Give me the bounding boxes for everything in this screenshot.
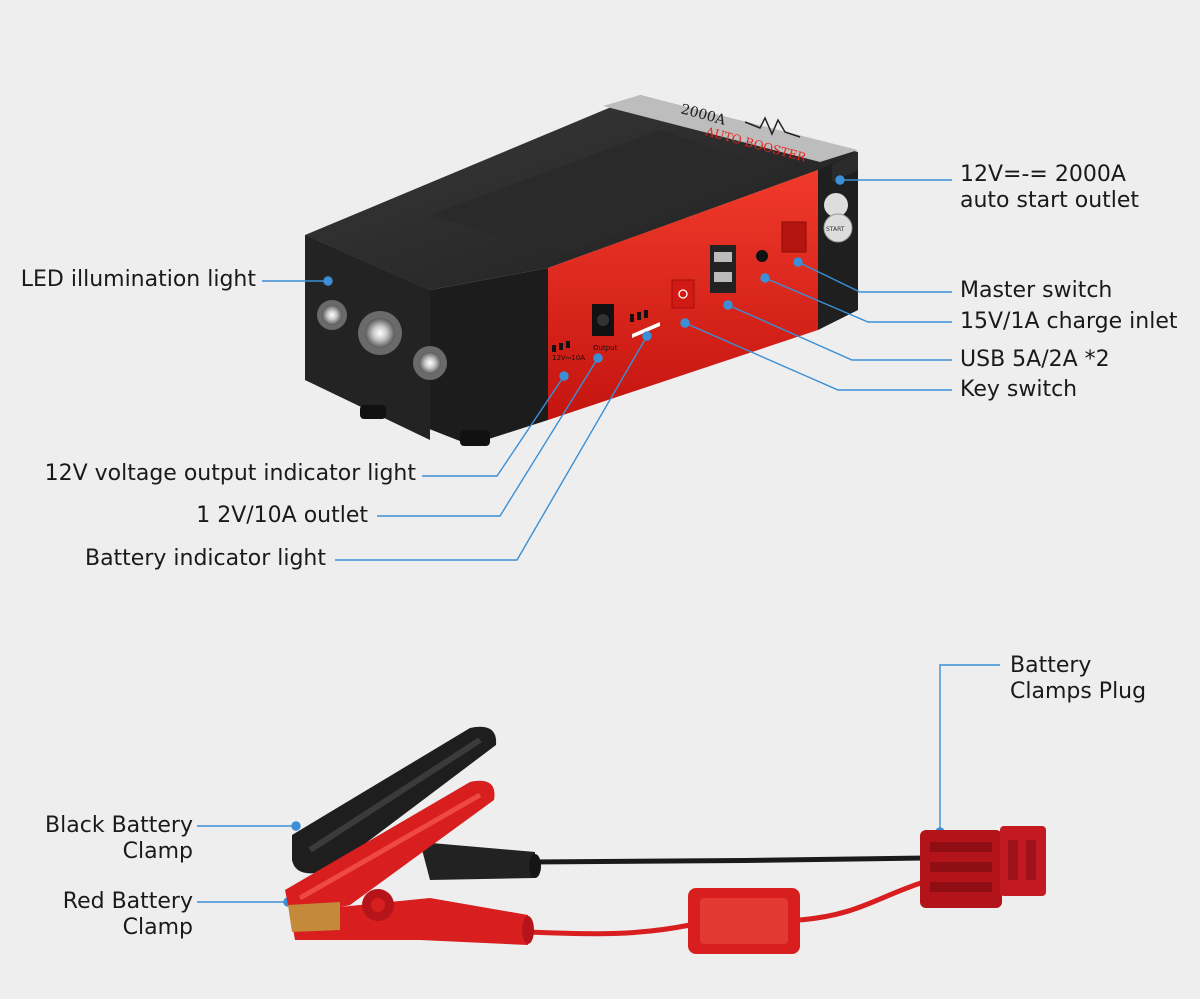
led-light-label: LED illumination light <box>20 267 256 292</box>
key-switch-button <box>671 279 695 309</box>
charge-inlet-label: 15V/1A charge inlet <box>960 309 1178 334</box>
device-grille <box>430 130 780 255</box>
usb-label: USB 5A/2A *2 <box>960 347 1110 372</box>
battery-clamps-cable <box>285 726 1046 954</box>
battery-indicator-label: Battery indicator light <box>84 546 326 571</box>
device-top-label-strip <box>603 95 858 162</box>
black-cable <box>529 855 926 865</box>
svg-text:START: START <box>826 226 845 233</box>
jump-starter-device: 2000A AUTO BOOSTER 12V⎓10A <box>305 95 858 446</box>
red-clamp-line1: Red Battery <box>62 889 193 914</box>
key-switch-label: Key switch <box>960 377 1078 402</box>
voltage-indicator-label: 12V voltage output indicator light <box>44 461 416 486</box>
plug-line2: Clamps Plug <box>1010 679 1147 704</box>
black-clamp-line1: Black Battery <box>45 813 193 838</box>
master-switch <box>781 221 807 253</box>
master-switch-label: Master switch <box>960 278 1113 303</box>
device-zigzag <box>744 116 801 138</box>
black-clamp-label: Black Battery Clamp <box>10 813 193 865</box>
red-clamp-label: Red Battery Clamp <box>10 889 193 941</box>
red-cable <box>527 922 691 937</box>
red-clamp-line2: Clamp <box>122 915 193 940</box>
svg-text:12V⎓10A: 12V⎓10A <box>552 354 585 362</box>
dc-outlet-label: 1 2V/10A outlet <box>196 503 368 528</box>
auto-start-line2: auto start outlet <box>960 188 1140 213</box>
auto-start-outlet-label: 12V=-= 2000A auto start outlet <box>960 162 1139 214</box>
plug-line1: Battery <box>1010 653 1092 678</box>
black-battery-clamp <box>292 726 541 880</box>
black-clamp-line2: Clamp <box>122 839 193 864</box>
clamps-plug-label: Battery Clamps Plug <box>1010 653 1146 705</box>
auto-start-line1: 12V=-= 2000A <box>960 162 1126 187</box>
battery-clamps-plug <box>920 826 1046 908</box>
svg-text:Output: Output <box>593 344 618 352</box>
red-battery-clamp <box>285 780 534 945</box>
auto-start-outlet-badge <box>823 213 853 243</box>
device-ports: 12V⎓10A Output <box>552 221 807 362</box>
charge-inlet-port <box>756 250 768 262</box>
led-lights <box>317 300 447 380</box>
